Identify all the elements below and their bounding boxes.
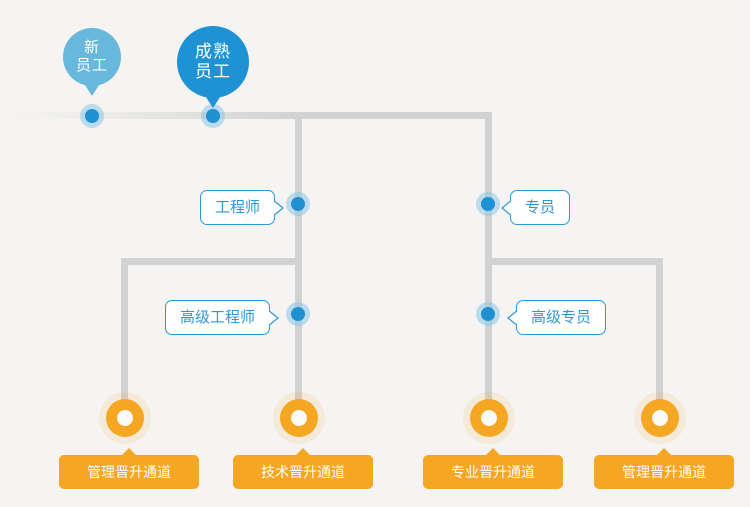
node-dot-senior-specialist[interactable] <box>481 307 495 321</box>
role-label-text: 专员 <box>525 199 556 216</box>
channel-pill-label: 管理晋升通道 <box>87 464 171 480</box>
role-label-text: 工程师 <box>215 199 261 216</box>
stage-marker-label: 成熟 员工 <box>195 41 231 81</box>
channel-ring-professional[interactable] <box>470 399 508 437</box>
node-dot-mature-employee[interactable] <box>206 109 220 123</box>
branch-line-management-right-horizontal <box>485 258 663 265</box>
role-label-text: 高级专员 <box>531 309 592 326</box>
channel-ring-management-right[interactable] <box>641 399 679 437</box>
ring-hole <box>291 410 307 426</box>
branch-line-management-left-vertical <box>121 258 128 420</box>
branch-line-specialist-vertical <box>485 112 492 420</box>
channel-pill-technical[interactable]: 技术晋升通道 <box>233 448 373 489</box>
ring-hole <box>652 410 668 426</box>
node-dot-engineer[interactable] <box>291 197 305 211</box>
channel-pill-management-left[interactable]: 管理晋升通道 <box>59 448 199 489</box>
role-label-specialist[interactable]: 专员 <box>500 190 571 225</box>
role-label-senior-engineer[interactable]: 高级工程师 <box>165 300 280 335</box>
channel-pill-label: 技术晋升通道 <box>261 464 345 480</box>
stage-marker-new-employee[interactable]: 新 员工 <box>63 28 121 96</box>
channel-ring-technical[interactable] <box>280 399 318 437</box>
channel-pill-professional[interactable]: 专业晋升通道 <box>423 448 563 489</box>
ring-hole <box>117 410 133 426</box>
trunk-line-horizontal <box>0 112 492 119</box>
branch-line-engineer-vertical <box>295 112 302 420</box>
channel-ring-management-left[interactable] <box>106 399 144 437</box>
ring-hole <box>481 410 497 426</box>
role-label-senior-specialist[interactable]: 高级专员 <box>506 300 607 335</box>
role-label-text: 高级工程师 <box>180 309 256 326</box>
channel-pill-label: 专业晋升通道 <box>451 464 535 480</box>
channel-pill-management-right[interactable]: 管理晋升通道 <box>594 448 734 489</box>
node-dot-senior-engineer[interactable] <box>291 307 305 321</box>
stage-marker-mature-employee[interactable]: 成熟 员工 <box>177 26 249 108</box>
node-dot-specialist[interactable] <box>481 197 495 211</box>
branch-line-management-left-horizontal <box>121 258 299 265</box>
stage-marker-label: 新 员工 <box>75 39 108 74</box>
branch-line-management-right-vertical <box>656 258 663 420</box>
node-dot-new-employee[interactable] <box>85 109 99 123</box>
role-label-engineer[interactable]: 工程师 <box>200 190 285 225</box>
channel-pill-label: 管理晋升通道 <box>622 464 706 480</box>
